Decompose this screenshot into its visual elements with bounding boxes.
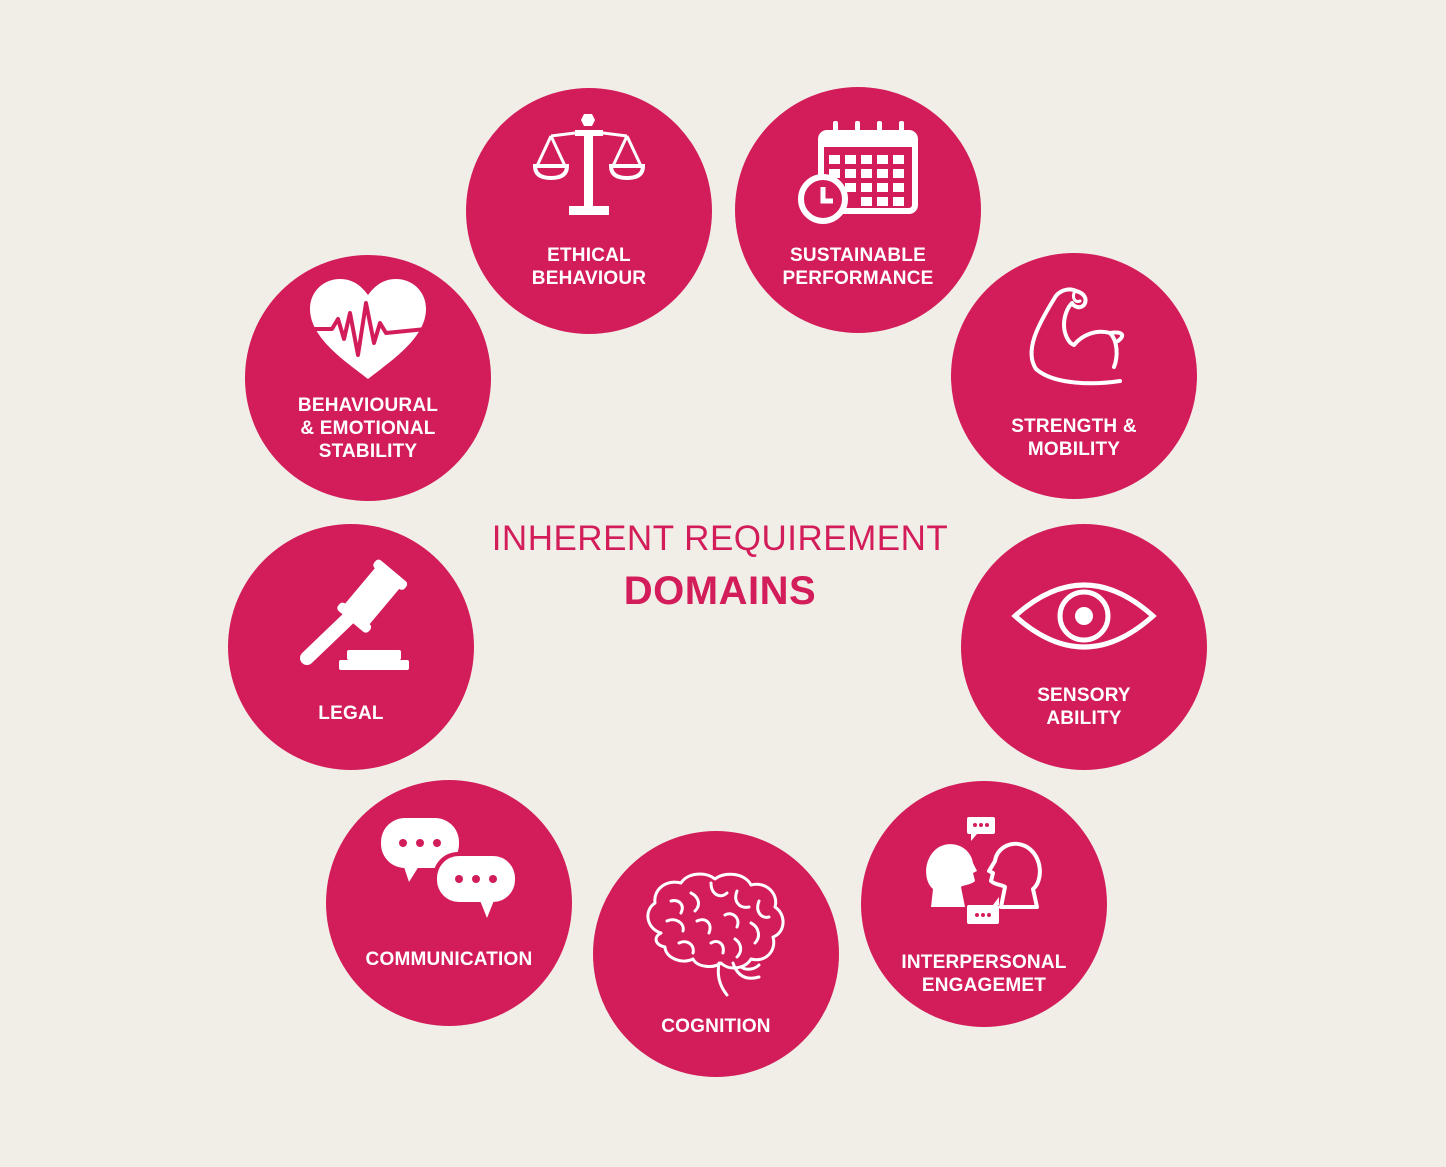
domain-strength-mobility: STRENGTH & MOBILITY [951,253,1197,499]
title-line-1: INHERENT REQUIREMENT [491,519,949,558]
domain-sustainable-performance: SUSTAINABLE PERFORMANCE [735,87,981,333]
heart-pulse-icon [245,277,491,383]
domain-interpersonal-engagement: INTERPERSONAL ENGAGEMET [861,781,1107,1027]
gavel-icon [228,559,474,672]
diagram-title: INHERENT REQUIREMENT DOMAINS [420,518,1020,616]
domain-cognition: COGNITION [593,831,839,1077]
domain-label: INTERPERSONAL ENGAGEMET [901,952,1067,996]
calendar-clock-icon [735,119,981,224]
domain-label: LEGAL [318,703,384,724]
title-line-2: DOMAINS [623,569,817,613]
domain-label: COMMUNICATION [365,949,533,970]
domain-ethical-behaviour: ETHICAL BEHAVIOUR [466,88,712,334]
domain-label: STRENGTH & MOBILITY [1011,416,1137,460]
domain-label: SENSORY ABILITY [1037,685,1131,729]
domain-label: COGNITION [661,1016,771,1037]
domain-communication: COMMUNICATION [326,780,572,1026]
brain-icon [593,871,839,1001]
speech-bubbles-icon [326,816,572,921]
flexed-arm-icon [951,281,1197,391]
scales-icon [466,106,712,221]
eye-icon [961,582,1207,652]
domain-legal: LEGAL [228,524,474,770]
domain-label: SUSTAINABLE PERFORMANCE [782,245,934,289]
domain-label: ETHICAL BEHAVIOUR [531,245,647,289]
domain-label: BEHAVIOURAL & EMOTIONAL STABILITY [297,395,439,462]
domain-sensory-ability: SENSORY ABILITY [961,524,1207,770]
two-heads-talking-icon [861,815,1107,930]
domain-behavioural-emotional-stability: BEHAVIOURAL & EMOTIONAL STABILITY [245,255,491,501]
